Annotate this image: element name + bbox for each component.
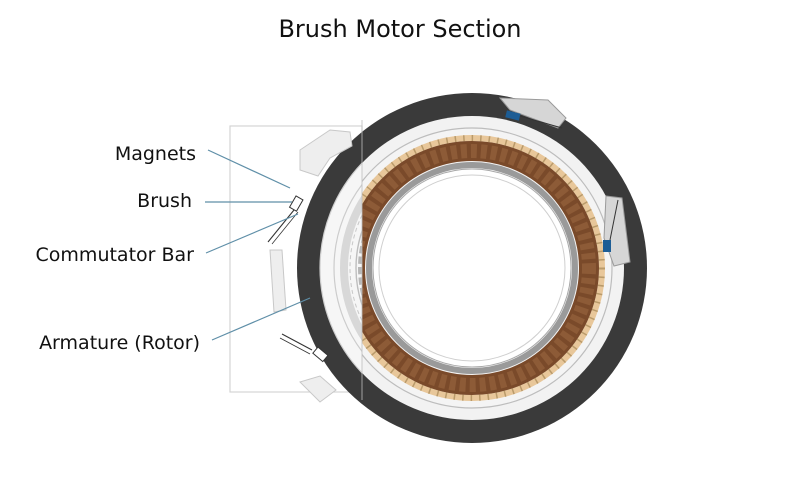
ghost-magnets — [340, 195, 362, 341]
brush-block-icon-2 — [603, 240, 611, 252]
label-magnets: Magnets — [115, 143, 196, 165]
diagram-title: Brush Motor Section — [278, 15, 521, 43]
motor-cross-section-icon — [267, 93, 647, 443]
leader-armature — [211, 297, 311, 341]
brush-holder-right — [603, 195, 631, 267]
brush-block-icon — [505, 110, 521, 121]
brush-icon — [288, 195, 304, 212]
winding-tan-dashes — [362, 135, 605, 401]
label-brush: Brush — [137, 190, 192, 212]
armature-gray-ring — [366, 162, 578, 374]
label-armature: Armature (Rotor) — [39, 332, 200, 354]
solid-half — [362, 127, 613, 409]
brush-holder-top — [498, 97, 567, 129]
label-commutator-bar: Commutator Bar — [36, 244, 195, 266]
winding-brown-texture — [362, 144, 596, 392]
leader-magnets — [207, 149, 291, 189]
cutaway-ghost-half — [269, 129, 362, 403]
left-brush-top — [267, 195, 304, 245]
leader-commutator-bar — [205, 213, 299, 254]
ghost-commutator — [355, 229, 362, 307]
left-brush-bottom — [279, 333, 329, 363]
